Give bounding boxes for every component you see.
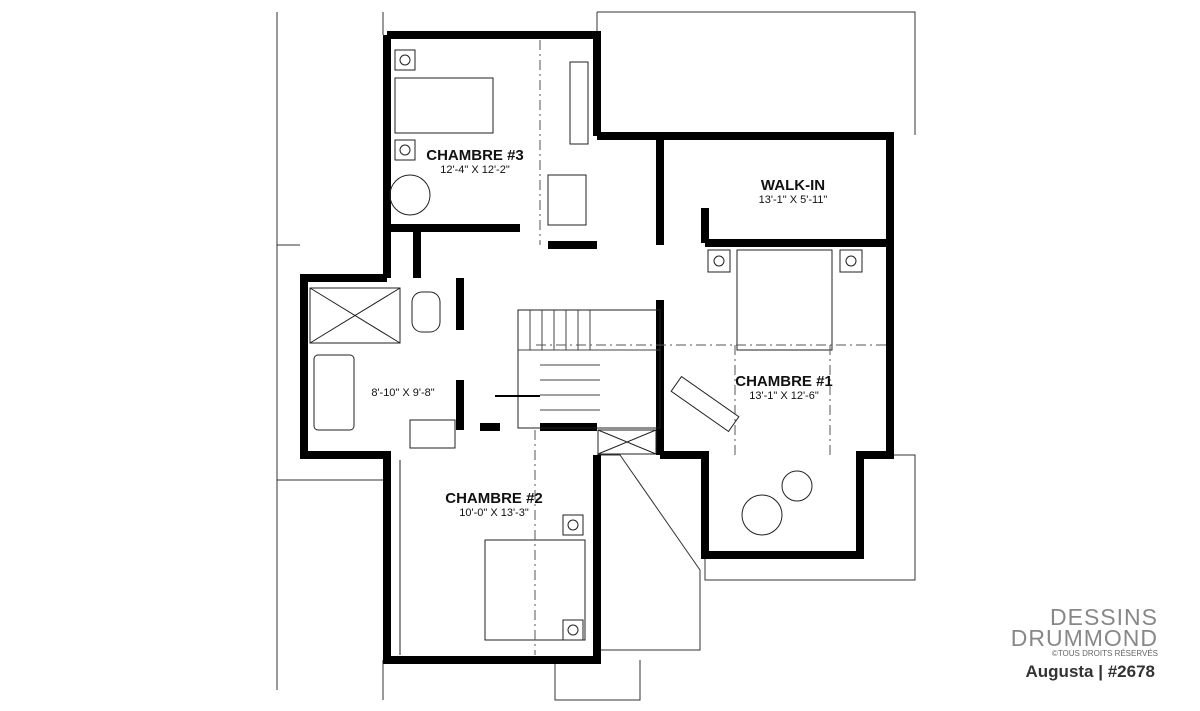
- room-dimensions: 13'-1" X 5'-11": [758, 194, 828, 206]
- room-dimensions: 12'-4" X 12'-2": [440, 164, 510, 176]
- brand-logo: DESSINS DRUMMOND ©TOUS DROITS RÉSERVÉS: [1010, 604, 1158, 659]
- bench: [670, 375, 740, 433]
- dresser: [569, 61, 589, 145]
- centerlines: [534, 40, 890, 655]
- plan-caption: Augusta | #2678: [1025, 662, 1155, 681]
- armchair: [741, 494, 783, 536]
- bathtub: [313, 354, 355, 431]
- sink: [409, 419, 456, 449]
- shower: [309, 287, 401, 344]
- room-name: CHAMBRE #3: [426, 147, 524, 164]
- bed-chambre-1: [736, 249, 833, 351]
- stairs: [517, 309, 661, 429]
- room-name: CHAMBRE #2: [445, 490, 543, 507]
- side-table: [781, 470, 813, 502]
- bathroom-dimensions: 8'-10" X 9'-8": [371, 387, 435, 399]
- desk: [547, 174, 587, 226]
- toilet: [411, 291, 441, 333]
- brand-line1: DESSINS: [1050, 604, 1158, 630]
- fixtures: [309, 49, 863, 655]
- brand-rights: ©TOUS DROITS RÉSERVÉS: [1051, 649, 1158, 658]
- brand-line2: DRUMMOND: [1010, 625, 1158, 651]
- walls: [300, 31, 894, 664]
- closet: [597, 429, 657, 455]
- room-name: CHAMBRE #1: [735, 373, 833, 390]
- bed-chambre-3: [394, 77, 494, 134]
- chair: [389, 174, 431, 216]
- room-dimensions: 13'-1" X 12'-6": [749, 390, 819, 402]
- room-name: WALK-IN: [760, 177, 826, 194]
- room-dimensions: 10'-0" X 13'-3": [459, 507, 529, 519]
